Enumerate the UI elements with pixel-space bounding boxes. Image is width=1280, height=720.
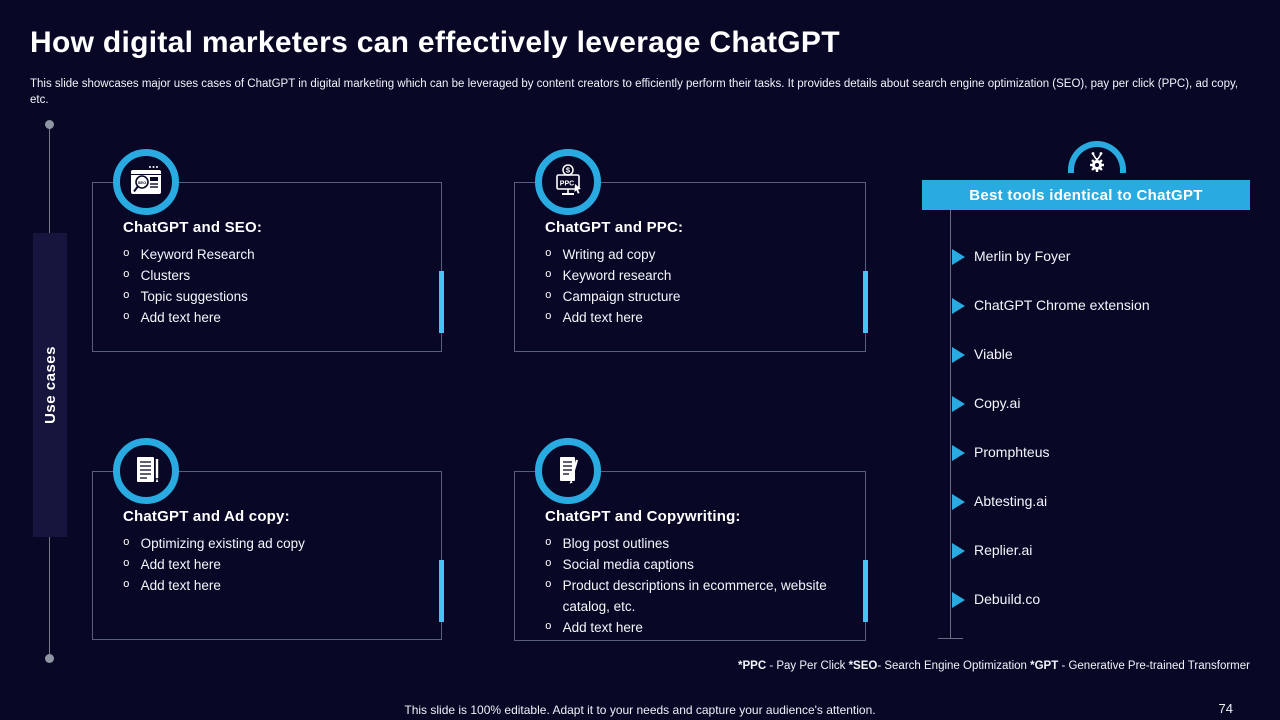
page-number: 74: [1218, 701, 1233, 716]
svg-text:PPC: PPC: [560, 181, 574, 188]
bullet-marker: o: [545, 621, 552, 633]
tools-panel-header: Best tools identical to ChatGPT: [922, 180, 1250, 210]
card-accent-bar: [863, 560, 868, 622]
arrow-right-icon: [952, 248, 965, 265]
list-item: Abtesting.ai: [952, 477, 1252, 526]
use-cases-label: Use cases: [41, 346, 59, 424]
bullet-marker: o: [545, 269, 552, 281]
timeline-dot-bottom: [45, 654, 54, 663]
bullet-marker: o: [545, 579, 552, 591]
use-cases-side-panel: Use cases: [33, 233, 67, 537]
card-title: ChatGPT and PPC:: [545, 219, 684, 236]
bullet-marker: o: [123, 558, 130, 570]
abbreviation-footnote: *PPC - Pay Per Click *SEO- Search Engine…: [738, 660, 1250, 672]
slide-description: This slide showcases major uses cases of…: [30, 78, 1239, 106]
seo-search-browser-icon: SEO: [113, 149, 179, 215]
card-accent-bar: [439, 560, 444, 622]
arrow-right-icon: [952, 591, 965, 608]
bullet-marker: o: [545, 290, 552, 302]
arrow-right-icon: [952, 542, 965, 559]
arrow-right-icon: [952, 493, 965, 510]
ppc-monitor-dollar-icon: $ PPC: [535, 149, 601, 215]
bullet-marker: o: [123, 248, 130, 260]
copywriting-document-pen-icon: [535, 438, 601, 504]
robot-gear-dome-icon: [1068, 141, 1126, 173]
tools-list: Merlin by Foyer ChatGPT Chrome extension…: [952, 232, 1252, 624]
arrow-right-icon: [952, 346, 965, 363]
bullet-marker: o: [545, 537, 552, 549]
list-item: Merlin by Foyer: [952, 232, 1252, 281]
bullet-marker: o: [123, 269, 130, 281]
bullet-marker: o: [123, 311, 130, 323]
tools-panel-line: [950, 210, 951, 638]
bullet-marker: o: [123, 290, 130, 302]
list-item: Promphteus: [952, 428, 1252, 477]
list-item: ChatGPT Chrome extension: [952, 281, 1252, 330]
card-title: ChatGPT and SEO:: [123, 219, 263, 236]
card-title: ChatGPT and Ad copy:: [123, 508, 290, 525]
list-item: Replier.ai: [952, 526, 1252, 575]
arrow-right-icon: [952, 395, 965, 412]
bullet-marker: o: [545, 558, 552, 570]
arrow-right-icon: [952, 444, 965, 461]
timeline-dot-top: [45, 120, 54, 129]
list-item: Viable: [952, 330, 1252, 379]
ad-copy-document-pen-icon: [113, 438, 179, 504]
list-item: Copy.ai: [952, 379, 1252, 428]
card-title: ChatGPT and Copywriting:: [545, 508, 741, 525]
svg-text:$: $: [566, 166, 571, 175]
card-accent-bar: [439, 271, 444, 333]
bullet-marker: o: [545, 248, 552, 260]
arrow-right-icon: [952, 297, 965, 314]
bullet-marker: o: [123, 537, 130, 549]
bullet-marker: o: [123, 579, 130, 591]
list-item: Debuild.co: [952, 575, 1252, 624]
page-title: How digital marketers can effectively le…: [30, 26, 840, 59]
editable-note: This slide is 100% editable. Adapt it to…: [404, 703, 876, 717]
tools-panel-line-cap: [938, 638, 963, 639]
bullet-marker: o: [545, 311, 552, 323]
svg-text:SEO: SEO: [138, 180, 146, 185]
card-accent-bar: [863, 271, 868, 333]
